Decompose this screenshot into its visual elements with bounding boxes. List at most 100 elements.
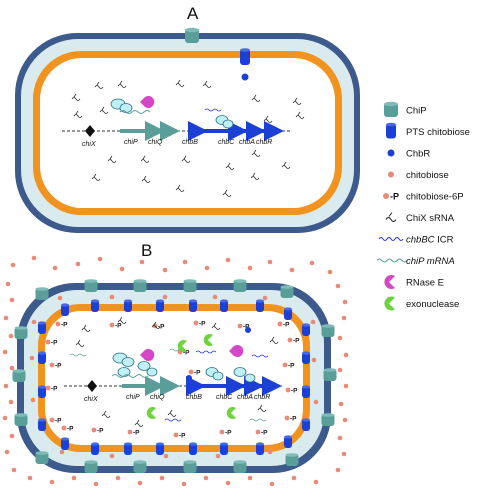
chix-gene-diamond <box>85 125 95 137</box>
pts-transporter <box>61 303 69 316</box>
chitobiose-molecule <box>2 349 8 355</box>
chitobiose-6p: -P <box>55 321 68 328</box>
chip-mrna-wave <box>69 353 87 357</box>
pts-transporter <box>38 385 46 398</box>
legend-item-rnase: RNase E <box>384 275 444 290</box>
chix-srna-icon <box>107 155 117 163</box>
ribosome-group-a <box>110 96 234 129</box>
chip-channel <box>285 453 299 466</box>
legend-label-chitobiose6p: chitobiose-6P <box>406 192 464 203</box>
chitobiose-molecule <box>215 453 221 459</box>
chitobiose-molecule <box>163 453 169 459</box>
pts-transporter <box>61 437 69 450</box>
phosphorylated-chitobiose-icon: -P <box>383 192 399 202</box>
chitobiose-6p: -P <box>284 415 297 422</box>
chitobiose-molecule <box>31 255 37 261</box>
pts-transporter <box>156 299 164 312</box>
mrna-wave-icon <box>376 258 408 263</box>
chitobiose-molecule <box>9 433 15 439</box>
pts-transporter <box>220 299 228 312</box>
chitobiose-molecule <box>247 475 253 481</box>
pts-transporter <box>38 418 46 431</box>
exonuclease-enzyme <box>146 407 156 419</box>
chix-srna-icon <box>222 189 232 197</box>
cytoplasm <box>45 311 303 445</box>
chitobiose-molecule <box>2 415 8 421</box>
chitobiose-molecule <box>337 335 343 341</box>
chitobiose-molecule <box>159 475 165 481</box>
legend-label-chbr: ChbR <box>406 149 430 160</box>
icr-wave <box>195 350 217 354</box>
chip-channel <box>133 460 147 473</box>
chix-srna-icon <box>134 419 144 427</box>
chix-srna-icon <box>181 155 191 163</box>
chitobiose-6p: -P <box>255 429 268 436</box>
legend-label-rnase: RNase E <box>406 278 444 289</box>
panel-a-cell <box>15 33 360 233</box>
chip-channel <box>12 369 26 382</box>
gene-label-chbc: chbC <box>218 139 235 146</box>
gene-label-chbb: chbB <box>182 139 198 146</box>
icr-wave <box>164 418 182 422</box>
legend-label-exo: exonuclease <box>406 299 459 310</box>
chitobiose-molecule <box>313 479 319 485</box>
chitobiose-6p: -P <box>49 362 62 369</box>
chip-channel <box>233 460 247 473</box>
chbr-protein <box>245 327 251 333</box>
chix-srna-icon <box>211 322 221 330</box>
chix-srna-icon <box>251 94 261 102</box>
gene-label-chbr: chbR <box>256 139 272 146</box>
chitobiose-molecule <box>343 383 349 389</box>
phospho-label: -P <box>55 362 62 369</box>
chitobiose-6p: -P <box>282 362 295 369</box>
chitobiose-molecule <box>203 475 209 481</box>
phospho-label: -P <box>97 427 104 434</box>
exonuclease-enzyme <box>203 333 213 347</box>
chix-srna-icon <box>295 111 305 119</box>
chitobiose-molecule <box>30 397 36 403</box>
chitobiose-molecule <box>162 294 168 300</box>
chip-channel <box>133 279 147 292</box>
panel-b-label: B <box>141 241 152 260</box>
chitobiose-6p: -P <box>193 320 206 327</box>
chitobiose-molecule <box>3 383 9 389</box>
chitobiose-molecule <box>9 297 15 303</box>
chitobiose-molecule <box>119 266 125 272</box>
phospho-label: -P <box>51 339 58 346</box>
chitobiose-molecule <box>10 262 16 268</box>
chitobiose-molecule <box>139 259 145 265</box>
chitobiose-molecule <box>291 475 297 481</box>
chitobiose-molecule <box>310 319 316 325</box>
chip-mrna-wave <box>111 374 149 378</box>
chix-srna-icon <box>250 172 260 180</box>
pts-transporter <box>302 385 310 398</box>
pts-transporter <box>189 299 197 312</box>
chitobiose-molecule <box>71 475 77 481</box>
pts-transporter <box>91 442 99 455</box>
chitobiose-molecule <box>29 355 35 361</box>
chitobiose-molecule <box>4 449 10 455</box>
pts-transporter <box>302 351 310 364</box>
legend-item-pts: PTS chitobiose <box>386 122 470 139</box>
gene-label-chix: chiX <box>82 141 96 148</box>
chitobiose-molecule <box>181 481 187 487</box>
chitobiose-molecule <box>212 294 218 300</box>
gene-label-chiq: chiQ <box>150 394 165 401</box>
pts-transporter <box>240 48 250 65</box>
legend-label-chip: ChiP <box>406 106 427 117</box>
icr-wave-icon <box>378 237 404 241</box>
chitobiose-molecule <box>115 475 121 481</box>
rnase-e-enzyme <box>140 348 155 362</box>
chix-srna-icon <box>257 404 267 412</box>
chitobiose-molecule <box>335 467 341 473</box>
phospho-label: -P <box>158 323 165 330</box>
chitobiose-6p: -P <box>237 323 250 330</box>
chitobiose-periplasm-group <box>29 294 319 459</box>
chitobiose-molecule <box>49 479 55 485</box>
phospho-label: -P <box>55 417 62 424</box>
legend-label-chix: ChiX sRNA <box>406 213 455 224</box>
chix-srna-icon <box>175 184 185 192</box>
chip-channel <box>185 27 199 43</box>
